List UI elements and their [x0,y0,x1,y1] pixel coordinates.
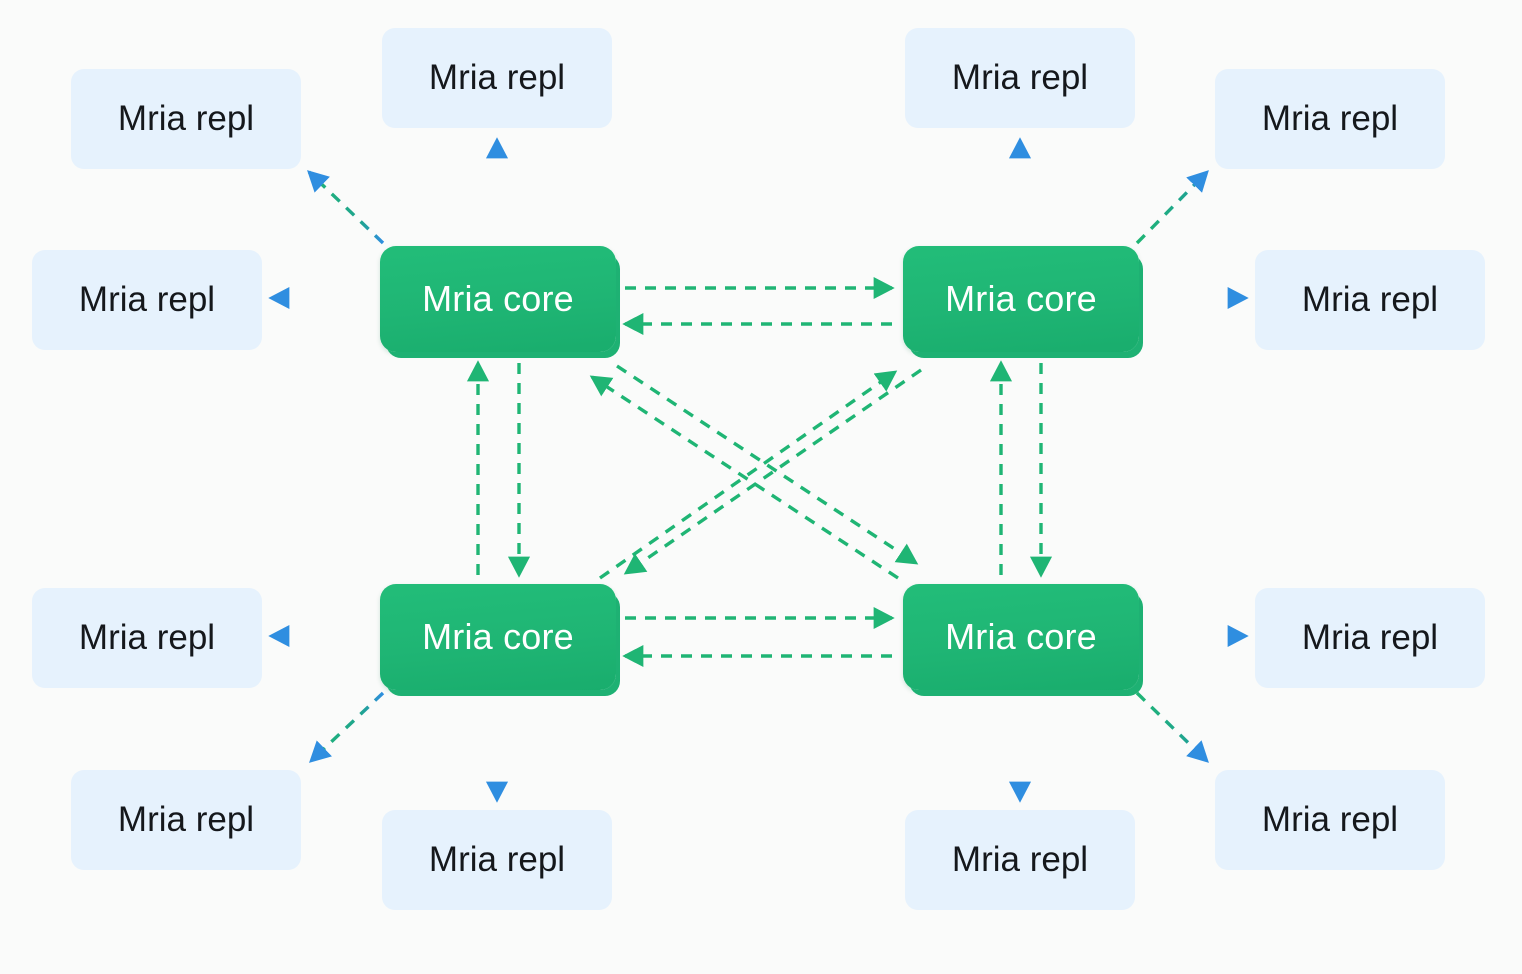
edge-repl-bl-to-repl-downleft [309,691,385,763]
repl-node-repl-bl-left[interactable]: Mria repl [32,588,262,688]
edge-repl-tl-to-repl-upleft [307,170,385,245]
edge-core-bl-to-tr [599,370,898,580]
repl-node-repl-br-downright[interactable]: Mria repl [1215,770,1445,870]
node-label: Mria repl [428,840,566,879]
node-label: Mria repl [78,280,216,319]
repl-node-repl-tr-right[interactable]: Mria repl [1255,250,1485,350]
node-label: Mria core [945,278,1097,319]
core-to-repl-edges [268,137,1249,803]
node-label: Mria core [422,616,574,657]
edge-repl-tr-to-repl-upright [1135,170,1209,245]
node-label: Mria repl [78,618,216,657]
edge-repl-br-to-repl-downright [1135,691,1209,763]
core-node-core-top-left[interactable]: Mria core [380,246,616,352]
node-label: Mria repl [1301,618,1439,657]
repl-node-repl-br-down[interactable]: Mria repl [905,810,1135,910]
edge-core-br-to-tl [589,375,899,580]
node-label: Mria repl [117,99,255,138]
node-label: Mria repl [1261,800,1399,839]
repl-node-repl-tl-up[interactable]: Mria repl [382,28,612,128]
node-label: Mria repl [117,800,255,839]
node-label: Mria core [422,278,574,319]
repl-node-repl-br-right[interactable]: Mria repl [1255,588,1485,688]
edge-core-tl-to-br [616,364,919,565]
core-node-core-bottom-left[interactable]: Mria core [380,584,616,690]
core-node-core-bottom-right[interactable]: Mria core [903,584,1139,690]
repl-node-repl-tl-upleft[interactable]: Mria repl [71,69,301,169]
repl-node-repl-tr-up[interactable]: Mria repl [905,28,1135,128]
edge-core-tr-to-bl [623,368,922,575]
node-label: Mria repl [1261,99,1399,138]
core-node-core-top-right[interactable]: Mria core [903,246,1139,352]
repl-node-repl-bl-down[interactable]: Mria repl [382,810,612,910]
node-label: Mria repl [951,840,1089,879]
repl-node-repl-bl-downleft[interactable]: Mria repl [71,770,301,870]
node-label: Mria repl [1301,280,1439,319]
node-label: Mria core [945,616,1097,657]
repl-node-repl-tr-upright[interactable]: Mria repl [1215,69,1445,169]
repl-node-repl-tl-left[interactable]: Mria repl [32,250,262,350]
node-label: Mria repl [951,58,1089,97]
node-label: Mria repl [428,58,566,97]
